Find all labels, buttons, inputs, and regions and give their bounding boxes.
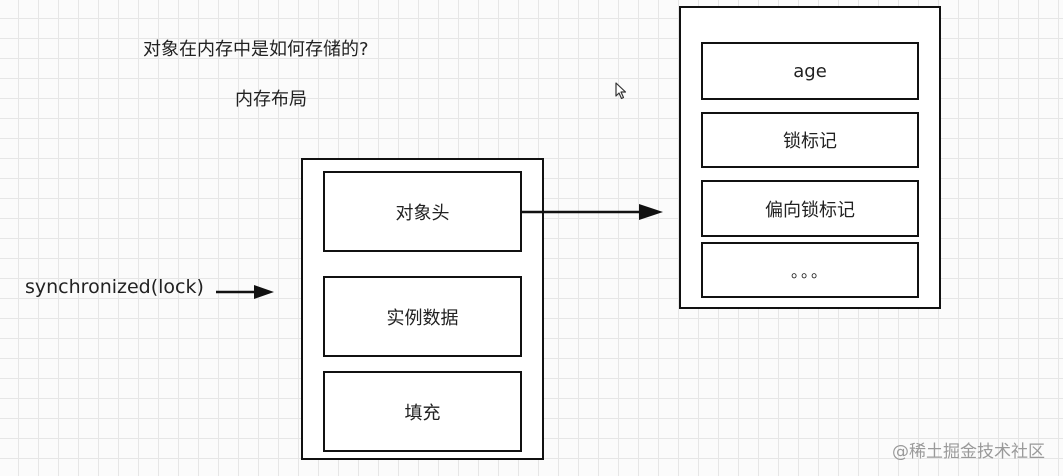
ellipsis-label: 。。。 (790, 262, 829, 281)
question-title: 对象在内存中是如何存储的? (143, 39, 369, 60)
object-header-label: 对象头 (395, 202, 450, 224)
arrow-right-icon (520, 204, 663, 220)
mouse-pointer-icon (615, 82, 627, 100)
instance-data-box: 实例数据 (323, 276, 522, 357)
age-label: age (793, 60, 827, 82)
synchronized-label: synchronized(lock) (25, 276, 204, 298)
ellipsis-box: 。。。 (701, 242, 919, 298)
lock-flag-box: 锁标记 (701, 112, 919, 168)
watermark: @稀土掘金技术社区 (892, 442, 1045, 462)
padding-label: 填充 (404, 402, 441, 424)
age-box: age (701, 42, 919, 100)
object-header-box: 对象头 (323, 171, 522, 252)
padding-box: 填充 (323, 371, 522, 452)
instance-data-label: 实例数据 (386, 307, 459, 329)
arrow-right-icon (216, 285, 274, 299)
memory-layout-subtitle: 内存布局 (235, 89, 307, 110)
lock-flag-label: 锁标记 (783, 131, 837, 152)
biased-lock-flag-box: 偏向锁标记 (701, 180, 919, 237)
biased-lock-flag-label: 偏向锁标记 (765, 199, 855, 221)
